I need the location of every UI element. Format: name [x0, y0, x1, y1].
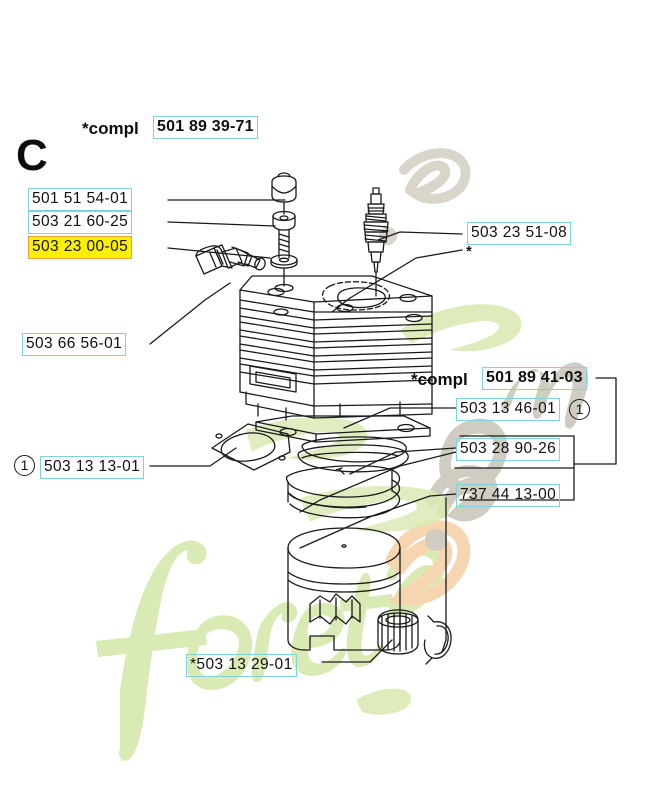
compl-header-prefix: *compl	[82, 119, 139, 138]
label-exhaust-gasket[interactable]: 503 13 13-01	[40, 456, 145, 479]
ref-marker-one-right: 1	[569, 399, 590, 420]
label-needle-bearing[interactable]: *503 13 29-01	[186, 654, 297, 677]
decompression-valve-part	[195, 244, 266, 275]
bolt-part	[272, 210, 296, 259]
ref-marker-one-left: 1	[14, 455, 35, 476]
label-spark-plug[interactable]: 503 23 51-08	[467, 222, 572, 245]
label-circlip[interactable]: 737 44 13-00	[456, 484, 561, 507]
leader-bolt	[167, 221, 276, 227]
compl-assembly-prefix: *compl	[411, 370, 468, 389]
compl-header-part[interactable]: 501 89 39-71	[153, 116, 258, 139]
section-letter: C	[16, 131, 48, 180]
bracket-outer	[573, 377, 617, 465]
label-bolt[interactable]: 503 21 60-25	[28, 211, 133, 234]
label-cylinder-gasket[interactable]: 503 13 46-01	[456, 398, 561, 421]
label-piston-rings[interactable]: 503 28 90-26	[456, 438, 561, 461]
compl-assembly-part[interactable]: 501 89 41-03	[482, 367, 587, 390]
leader-exh-gasket	[149, 447, 237, 467]
label-knob[interactable]: 501 51 54-01	[28, 188, 133, 211]
label-washer[interactable]: 503 23 00-05	[28, 236, 133, 259]
leader-rings	[349, 447, 457, 475]
label-decompression-valve[interactable]: 503 66 56-01	[22, 333, 127, 356]
bracket-inner-right	[459, 435, 575, 501]
knob-part	[271, 172, 297, 203]
asterisk-marker: *	[466, 243, 472, 260]
leader-decomp	[149, 282, 231, 345]
